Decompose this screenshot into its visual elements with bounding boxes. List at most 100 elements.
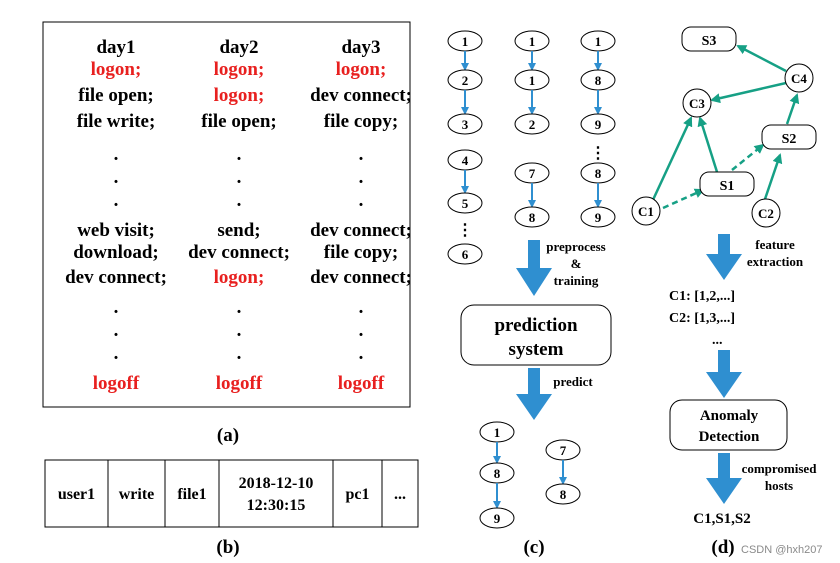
session-event: logoff — [338, 373, 385, 394]
node-c4 — [784, 63, 814, 93]
feature-c1: C1: [1,2,...] — [669, 289, 735, 304]
session-event: logon; — [91, 59, 142, 80]
feature-label-2: extraction — [747, 254, 804, 269]
sequence-node — [447, 243, 483, 265]
ellipsis-dot: . — [114, 144, 119, 165]
activity-event: file copy; — [324, 111, 398, 132]
sequence-node-label: 8 — [595, 73, 602, 88]
edge-c1-s1-dashed — [662, 188, 705, 210]
result-hosts: C1,S1,S2 — [693, 511, 751, 527]
node-s2 — [761, 124, 817, 150]
node-c4-label: C4 — [791, 71, 807, 86]
sequence-node-label: 1 — [494, 425, 501, 440]
record-field-value: user1 — [58, 486, 95, 503]
sequence-node-label: 8 — [529, 210, 536, 225]
activity-event: dev connect; — [310, 267, 412, 288]
sequence-node-label: 4 — [462, 153, 469, 168]
edge-s1-c3 — [697, 116, 719, 173]
edge-s1-s2-dashed — [731, 143, 765, 171]
session-event: logoff — [93, 373, 140, 394]
ellipsis-dot: . — [114, 167, 119, 188]
big-arrow-detect — [706, 350, 742, 398]
activity-event: file copy; — [324, 242, 398, 263]
node-c1-label: C1 — [638, 204, 654, 219]
edge-c4-c3 — [710, 81, 787, 104]
chain-ellipsis-right: ⋮ — [590, 145, 606, 162]
sequence-node-label: 3 — [462, 117, 469, 132]
sequence-node-label: 7 — [529, 166, 536, 181]
anomaly-detection-box — [669, 399, 788, 451]
predict-label: predict — [553, 374, 593, 389]
record-field-value: 2018-12-10 — [239, 475, 314, 492]
activity-event: dev connect; — [310, 85, 412, 106]
session-event: logon; — [214, 85, 265, 106]
day-header: day1 — [96, 37, 135, 58]
ellipsis-dot: . — [359, 144, 364, 165]
node-s1-label: S1 — [720, 179, 735, 194]
activity-event: file write; — [77, 111, 156, 132]
node-c2-label: C2 — [758, 206, 774, 221]
ellipsis-dot: . — [359, 297, 364, 318]
ellipsis-dot: . — [237, 297, 242, 318]
ellipsis-dot: . — [359, 320, 364, 341]
activity-event: send; — [217, 220, 260, 241]
sequence-node — [514, 206, 550, 228]
anomaly-detection-line1: Anomaly — [700, 408, 759, 424]
session-event: logon; — [336, 59, 387, 80]
panel-a-frame — [42, 21, 411, 408]
feature-more: ... — [712, 333, 723, 348]
record-field-value: pc1 — [346, 486, 370, 503]
sequence-node — [447, 192, 483, 214]
ellipsis-dot: . — [359, 343, 364, 364]
ellipsis-dot: . — [359, 190, 364, 211]
preprocess-label-2: & — [571, 256, 582, 271]
big-arrow-result — [706, 453, 742, 504]
edge-c2-s2 — [762, 153, 783, 203]
ellipsis-dot: . — [359, 167, 364, 188]
node-c1 — [631, 196, 661, 226]
ellipsis-dot: . — [114, 297, 119, 318]
feature-label-1: feature — [755, 237, 795, 252]
big-arrow-train — [516, 240, 552, 296]
preprocess-label-3: training — [554, 273, 599, 288]
node-s2-label: S2 — [782, 132, 797, 147]
ellipsis-dot: . — [114, 320, 119, 341]
activity-event: download; — [73, 242, 159, 263]
node-c3-label: C3 — [689, 96, 705, 111]
activity-event: web visit; — [77, 220, 155, 241]
sequence-node-label: 2 — [529, 117, 536, 132]
panel-d: S3 C4 C3 S2 S1 C1 C2 feature extraction … — [631, 26, 822, 558]
node-c2 — [751, 198, 781, 228]
sequence-node-label: 9 — [595, 117, 602, 132]
activity-event: dev connect; — [310, 220, 412, 241]
ellipsis-dot: . — [114, 343, 119, 364]
ellipsis-dot: . — [237, 320, 242, 341]
sequence-node — [545, 483, 581, 505]
node-s3 — [681, 26, 737, 52]
edge-c1-c3 — [650, 116, 693, 203]
sequence-node — [447, 113, 483, 135]
edge-s2-c4 — [785, 93, 800, 125]
big-arrow-feature — [706, 234, 742, 280]
sequence-node-label: 1 — [595, 34, 602, 49]
session-event: logon; — [214, 267, 265, 288]
day-header: day2 — [219, 37, 258, 58]
sequence-node-label: 1 — [529, 34, 536, 49]
sequence-node — [580, 113, 616, 135]
session-event: logoff — [216, 373, 263, 394]
sequence-node-label: 7 — [560, 443, 567, 458]
ellipsis-dot: . — [237, 190, 242, 211]
sequence-node — [514, 113, 550, 135]
ellipsis-dot: . — [114, 190, 119, 211]
ellipsis-dot: . — [237, 144, 242, 165]
compromised-label-1: compromised — [742, 461, 818, 476]
activity-event: dev connect; — [188, 242, 290, 263]
edge-c4-s3 — [736, 44, 787, 73]
activity-event: file open; — [78, 85, 153, 106]
ellipsis-dot: . — [237, 167, 242, 188]
